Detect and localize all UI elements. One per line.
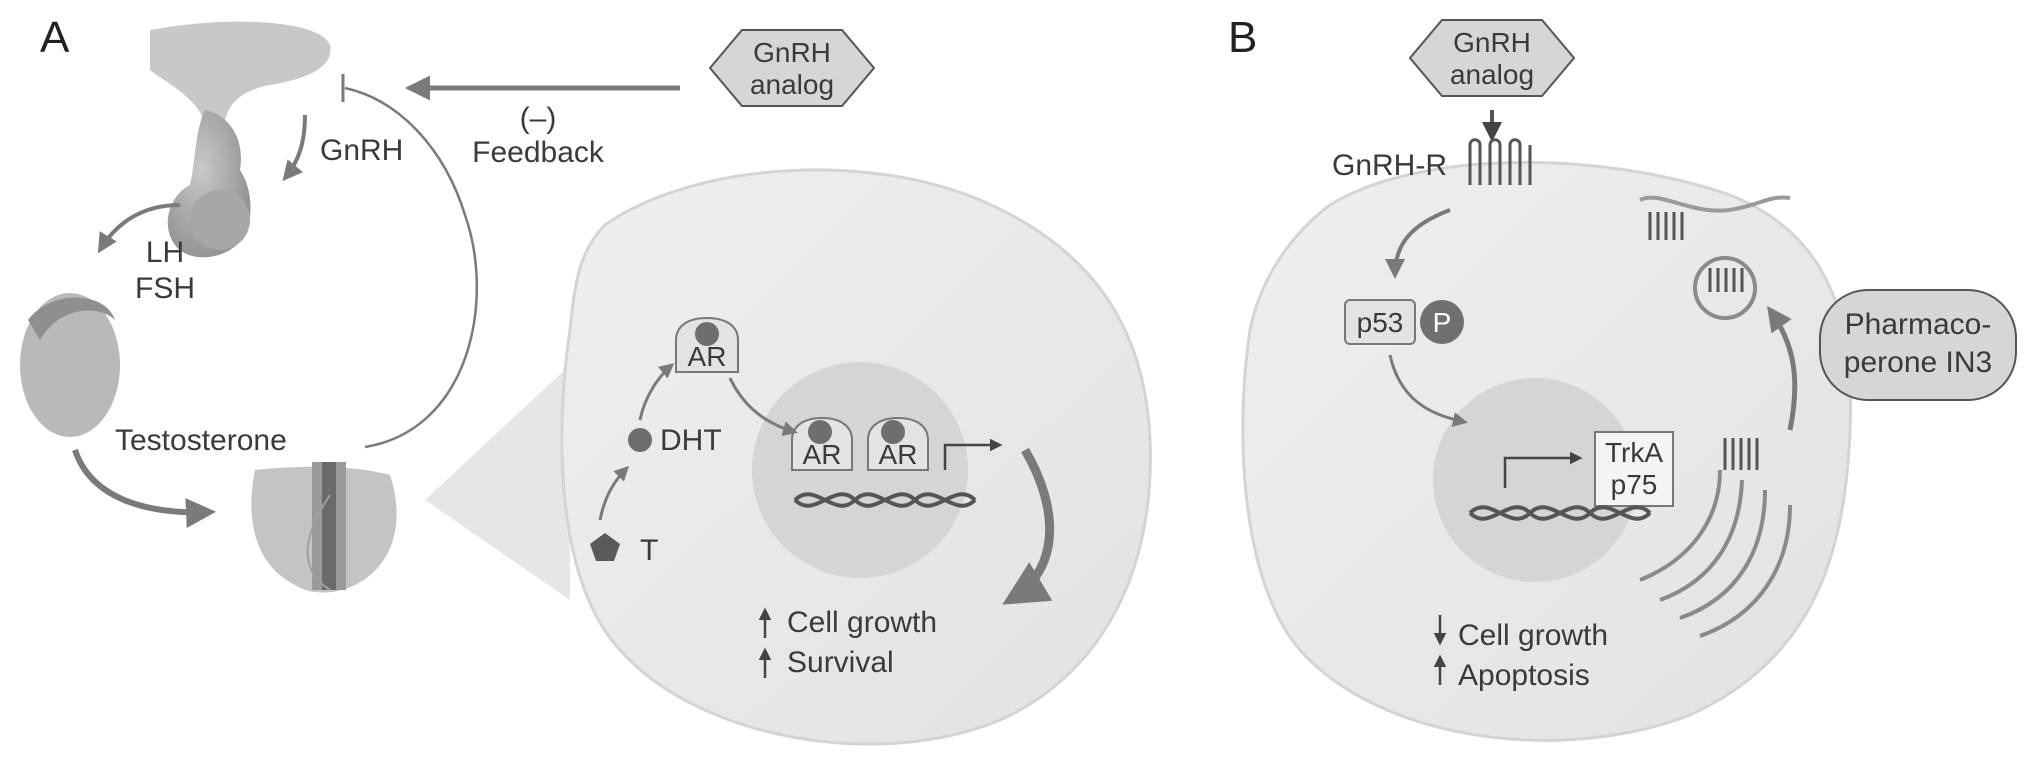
pharmacoperone-line2: perone IN3: [1844, 346, 1992, 379]
pharmacoperone-box: Pharmaco- perone IN3: [1819, 289, 2017, 401]
gnrh-arrow: [282, 114, 307, 182]
fsh-label: FSH: [135, 272, 195, 305]
target-genes-box: TrkA p75: [1594, 431, 1674, 507]
gnrh-label: GnRH: [320, 134, 403, 167]
dht-label: DHT: [660, 424, 722, 457]
dna-helix-b: [1468, 505, 1652, 521]
gnrh-analog-hexagon-a: GnRH analog: [708, 29, 876, 107]
testis-icon: [20, 293, 120, 437]
golgi-receptor-icon: [1723, 438, 1759, 470]
lh-label: LH: [146, 236, 184, 269]
ar-receptor-dimer-1: AR: [791, 416, 853, 471]
gnrh-receptor-icon: [1468, 138, 1532, 185]
ar-label-single: AR: [688, 341, 727, 372]
vesicle-icon: [1693, 256, 1757, 320]
p53-label: p53: [1357, 307, 1404, 338]
transcription-arrow-b: [1503, 451, 1583, 488]
gnrh-analog-b-line2: analog: [1450, 59, 1534, 90]
panel-b-letter: B: [1228, 13, 1257, 62]
testosterone-feedback-loop: [344, 86, 479, 449]
effect-b-cell-growth: Cell growth: [1458, 619, 1608, 652]
effect-b-apoptosis: Apoptosis: [1458, 659, 1590, 692]
gnrh-analog-b-line1: GnRH: [1453, 27, 1531, 58]
t-label: T: [640, 534, 658, 567]
nucleus-b: [1433, 378, 1637, 582]
dht-to-ar-arrow: [638, 363, 675, 421]
ar-label-dimer-2: AR: [879, 439, 918, 470]
dna-helix-a: [793, 492, 977, 508]
prostate-icon: [251, 462, 397, 593]
ar-receptor-dimer-2: AR: [867, 416, 929, 471]
feedback-sign: (–): [520, 102, 557, 135]
gnrh-analog-hexagon-b: GnRH analog: [1408, 19, 1576, 97]
ar-translocation-arrow: [728, 377, 798, 436]
receptor-to-p53-arrow: [1385, 208, 1451, 279]
testosterone-label: Testosterone: [115, 424, 287, 457]
p53-box: p53: [1344, 299, 1416, 345]
endoplasmic-reticulum-icon: [1639, 469, 1792, 638]
ar-receptor-single: AR: [675, 316, 739, 373]
testosterone-molecule-icon: [590, 533, 620, 561]
pituitary-gland-icon: [150, 21, 331, 258]
target-p75: p75: [1611, 469, 1658, 500]
effect-a-survival: Survival: [787, 646, 894, 679]
lh-fsh-arrow: [97, 203, 181, 254]
p53-to-nucleus-arrow: [1388, 354, 1468, 427]
t-to-dht-arrow: [598, 465, 630, 521]
feedback-label: Feedback: [472, 136, 605, 169]
phosphate-badge: P: [1420, 300, 1464, 344]
output-arrow-a: [1002, 447, 1055, 605]
membrane-receptor-icon: [1639, 195, 1791, 240]
gnrh-analog-a-line2: analog: [750, 69, 834, 100]
phospho-label: P: [1433, 307, 1452, 338]
nucleus-a: [752, 362, 968, 578]
target-trka: TrkA: [1605, 437, 1663, 468]
dht-molecule-icon: [628, 428, 652, 452]
pharmacoperone-line1: Pharmaco-: [1845, 308, 1992, 341]
gnrh-analog-a-line1: GnRH: [753, 37, 831, 68]
transcription-arrow-a: [943, 438, 1003, 470]
panel-a: A GnRH analog (–) Feedback: [20, 13, 1152, 746]
effect-a-cell-growth: Cell growth: [787, 606, 937, 639]
panel-b: B GnRH analog GnRH-R p53 P: [1228, 13, 2017, 742]
gnrh-r-label: GnRH-R: [1332, 149, 1447, 182]
ar-label-dimer-1: AR: [803, 439, 842, 470]
pharmacoperone-arrow: [1767, 305, 1798, 431]
panel-a-letter: A: [40, 13, 70, 62]
testosterone-arrow: [72, 449, 216, 529]
zoom-cone: [425, 365, 570, 600]
